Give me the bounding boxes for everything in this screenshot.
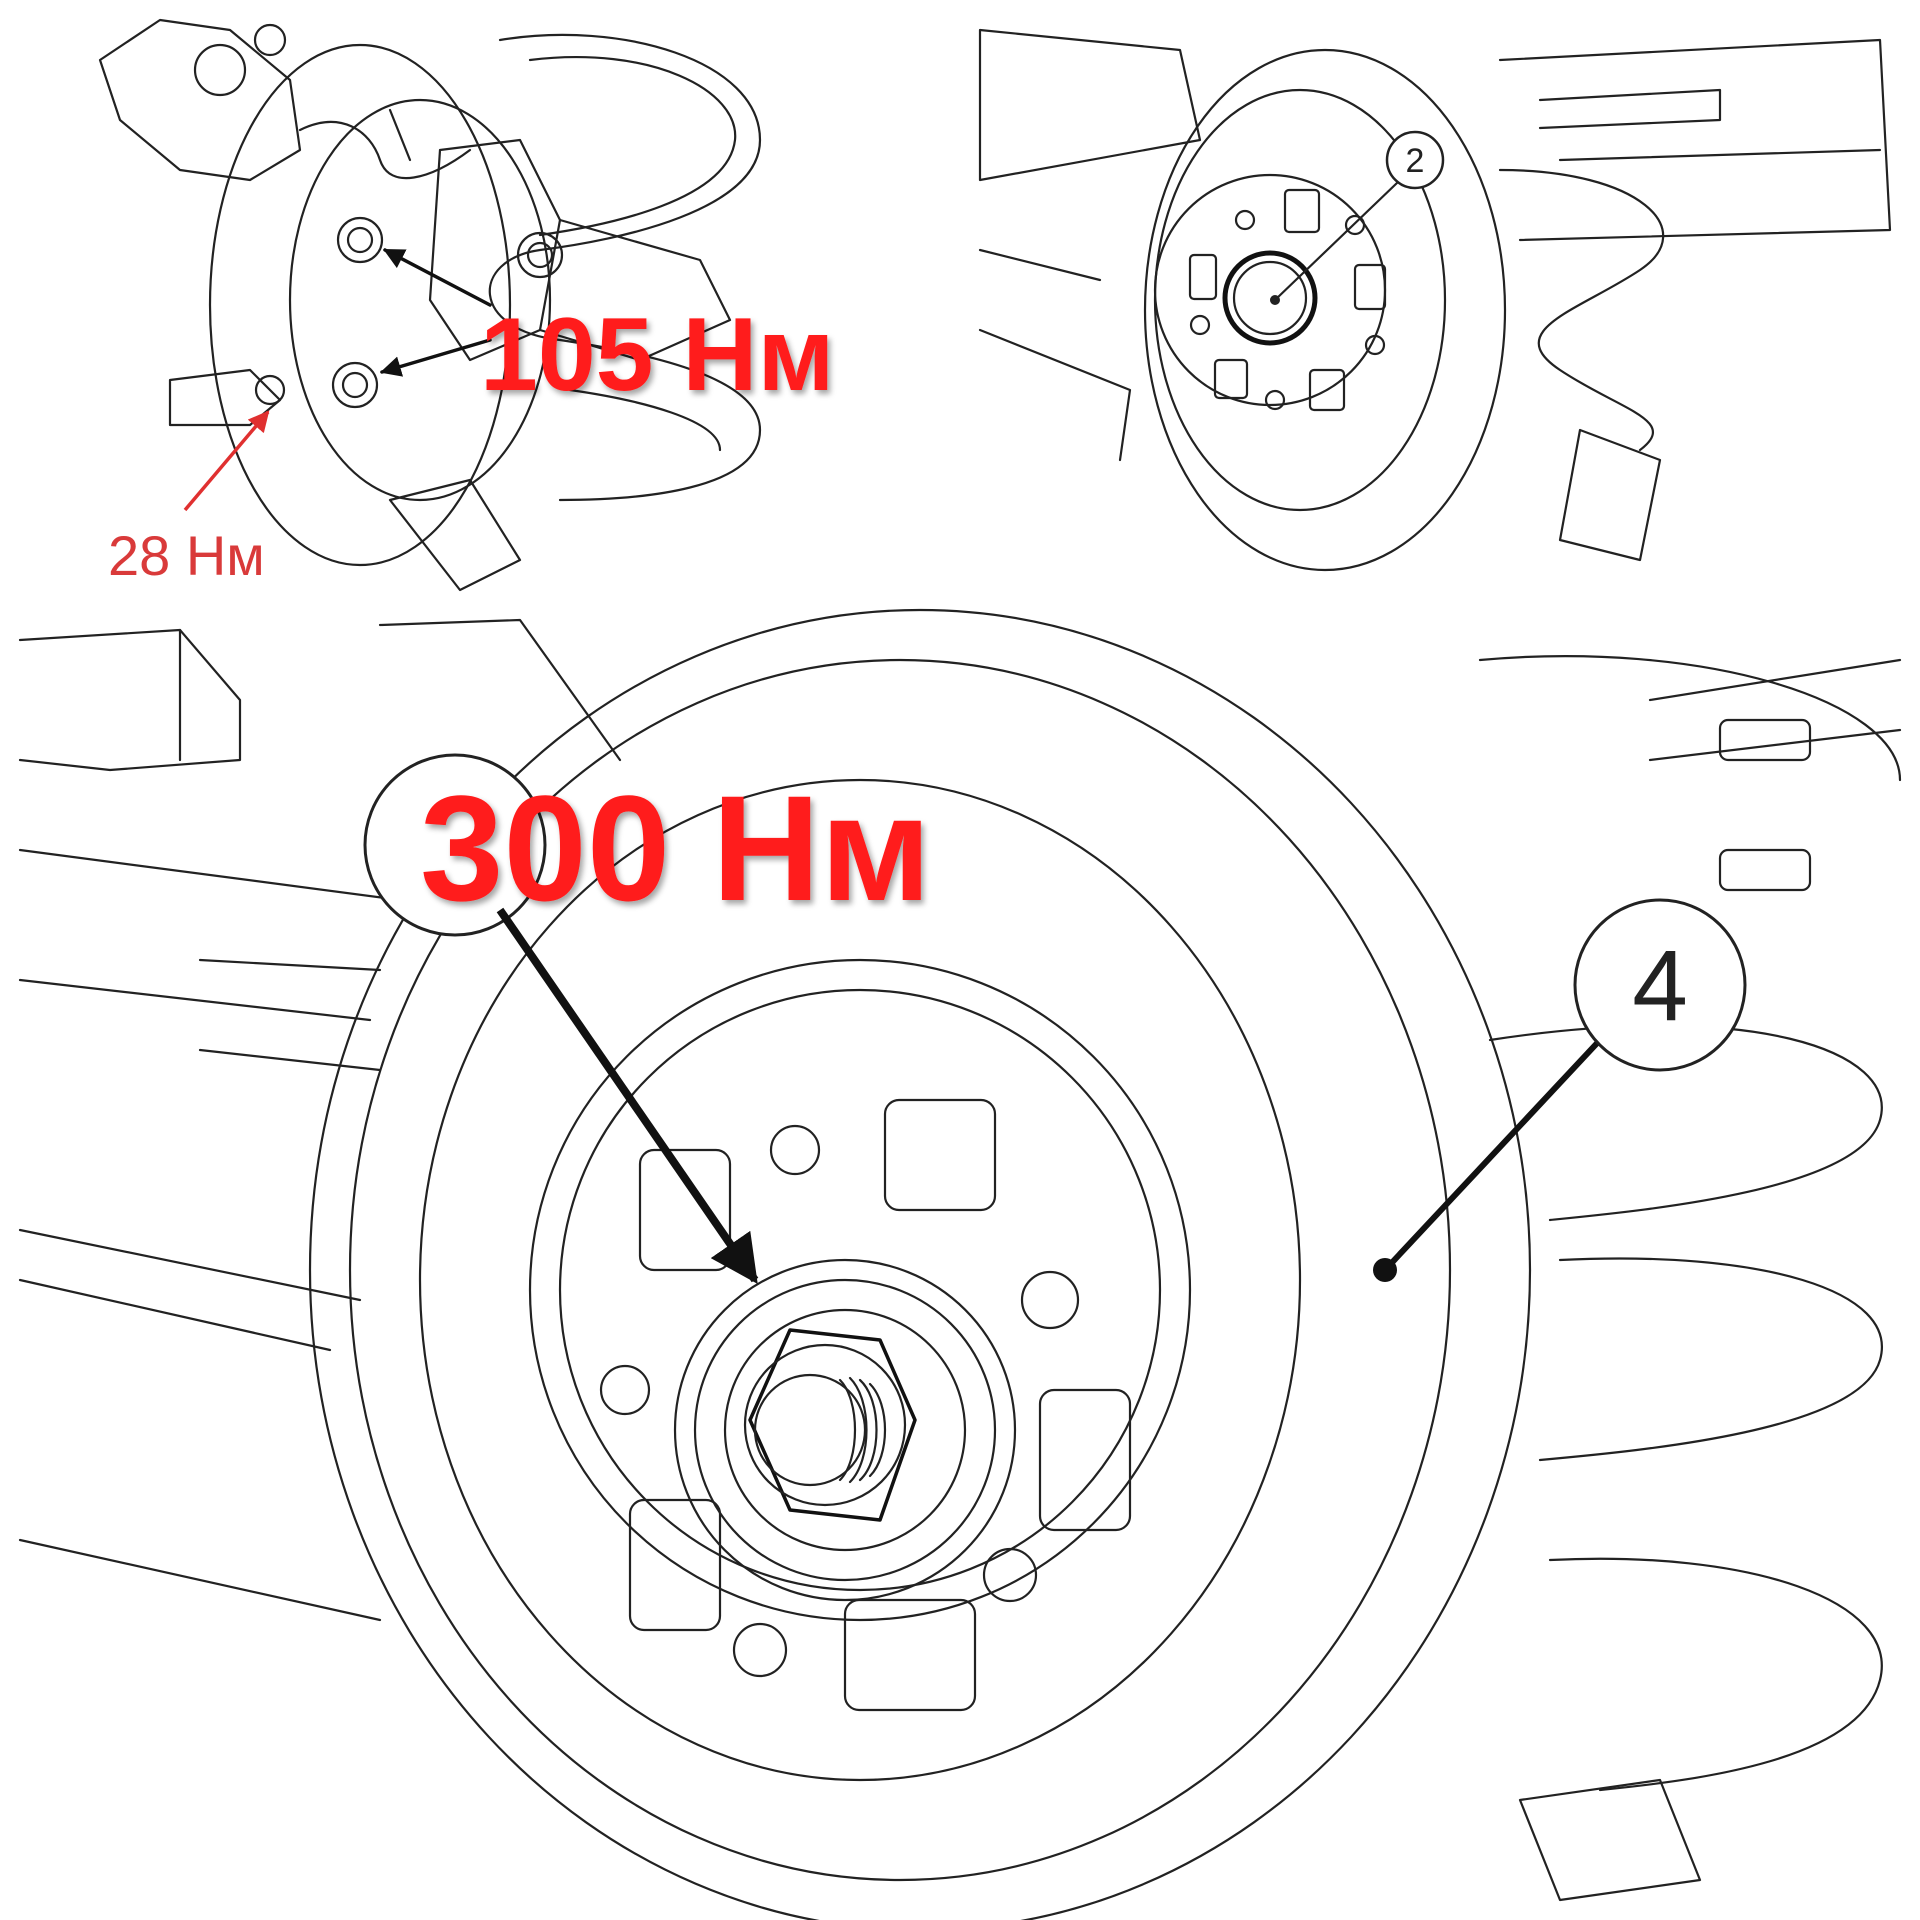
spring-coil-1 [1478,655,1902,782]
hub-ring [558,988,1162,1592]
hub-hole-4 [732,1622,788,1678]
brake-pipe-fitting-2 [1718,848,1812,892]
brake-pipe-right-2 [1648,728,1902,762]
hub-hole-5 [1189,314,1211,336]
hub-window-2 [1353,263,1387,311]
hub-hole-1 [1234,209,1256,231]
disc-friction-ring [418,778,1302,1782]
axle-beam [1498,38,1892,242]
callout-2-leader [1273,180,1400,302]
arrow-hub-nut [496,907,759,1284]
hub-window-3 [1308,368,1346,412]
torque-label-sensor: 28 Нм [108,524,265,587]
torque-label-bolts: 105 Нм [480,297,834,413]
torque-label-hub-nut: 300 Нм [420,764,931,932]
axle-line-2 [18,978,372,1022]
frame-line-lower [978,328,1132,462]
upper-mount-bolt [336,216,384,264]
bearing-outer [673,1258,1017,1602]
coil-spring [1498,168,1665,452]
lower-arm [538,218,732,362]
hub-nut-face [743,1343,907,1507]
callout-4-circle [1573,898,1747,1072]
hub-hole-5 [599,1364,651,1416]
brake-pipe-lower [1558,148,1882,162]
bearing-ring [693,1278,997,1582]
hub-window-2 [1038,1388,1132,1532]
hub-window-4 [1213,358,1249,400]
axle-line-3 [18,1228,362,1302]
arrow-upper-bolt [383,248,492,307]
frame-bracket [18,628,242,772]
frame-line [978,248,1102,282]
hub-hole-4 [1264,389,1286,411]
hub-bolt-inner [526,241,554,269]
bracket-top [378,618,622,762]
hub-window-1 [883,1098,997,1212]
hub-window-3 [843,1598,977,1712]
axle-line-4 [18,1278,332,1352]
hub-window-4 [628,1498,722,1632]
brake-disc [1143,48,1507,572]
panel-top-left: 105 Нм 28 Нм [98,18,834,592]
brake-pipe-fitting-1 [1718,718,1812,762]
brake-hose [298,120,472,180]
hub-hole-1 [769,1124,821,1176]
spring-coil-4 [1548,1557,1883,1792]
abs-sensor-bolt [254,374,286,406]
brake-pipe-left-2 [198,1048,382,1072]
axle-thread [838,1376,886,1484]
brake-disc-edge [348,658,1452,1882]
hub-hole-2 [1020,1270,1080,1330]
axle-line-1 [18,848,402,902]
hub-outer [528,958,1192,1622]
arrow-abs-sensor [183,410,270,512]
hub-cap-inner [1232,260,1308,336]
lower-bracket [388,478,522,592]
callout-4-leader [1382,1037,1603,1273]
panel-top-right: 2 [978,28,1892,572]
bearing-inner [723,1308,967,1552]
lower-mount-bolt [331,361,379,409]
coil-spring-inner [528,56,737,237]
hub-window-5 [638,1148,732,1272]
callout-300-circle [363,753,547,937]
callout-2-dot [1270,295,1280,305]
callout-4-number: 4 [1632,930,1688,1042]
hub-hole-2 [1344,214,1366,236]
hub-window-1 [1283,188,1321,234]
hub-nut [748,1328,917,1522]
axle-stub [753,1373,867,1487]
brake-caliper [98,18,302,182]
caliper-bleeder [253,23,287,57]
callout-2-circle [1385,130,1445,190]
brake-hose-clip [388,108,412,162]
brake-pipe-left [198,958,382,972]
axle-line-5 [18,1538,382,1622]
spring-coil-3 [1538,1257,1883,1462]
hub-window-5 [1188,253,1218,301]
hub-flange [288,98,552,502]
callout-4-dot [1373,1258,1397,1282]
subframe-top [978,28,1202,182]
hub-hole-3 [982,1547,1038,1603]
panel-bottom: 300 Нм 4 [18,609,1902,1920]
hub-cap [1222,250,1318,346]
brake-disc-outer [309,609,1531,1920]
hub-hole-3 [1364,334,1386,356]
caliper-right [1558,428,1662,562]
coil-spring [488,33,762,502]
brake-pipe-upper [1538,88,1722,130]
lower-bracket [1518,1778,1702,1902]
coil-spring-lower [568,388,722,452]
hub-bolt [516,231,564,279]
arrow-lower-bolt [379,338,492,377]
brake-pipe-right-1 [1648,658,1902,702]
callout-2-number: 2 [1406,142,1425,180]
backing-plate-outline [208,43,512,567]
caliper-piston [193,43,247,97]
